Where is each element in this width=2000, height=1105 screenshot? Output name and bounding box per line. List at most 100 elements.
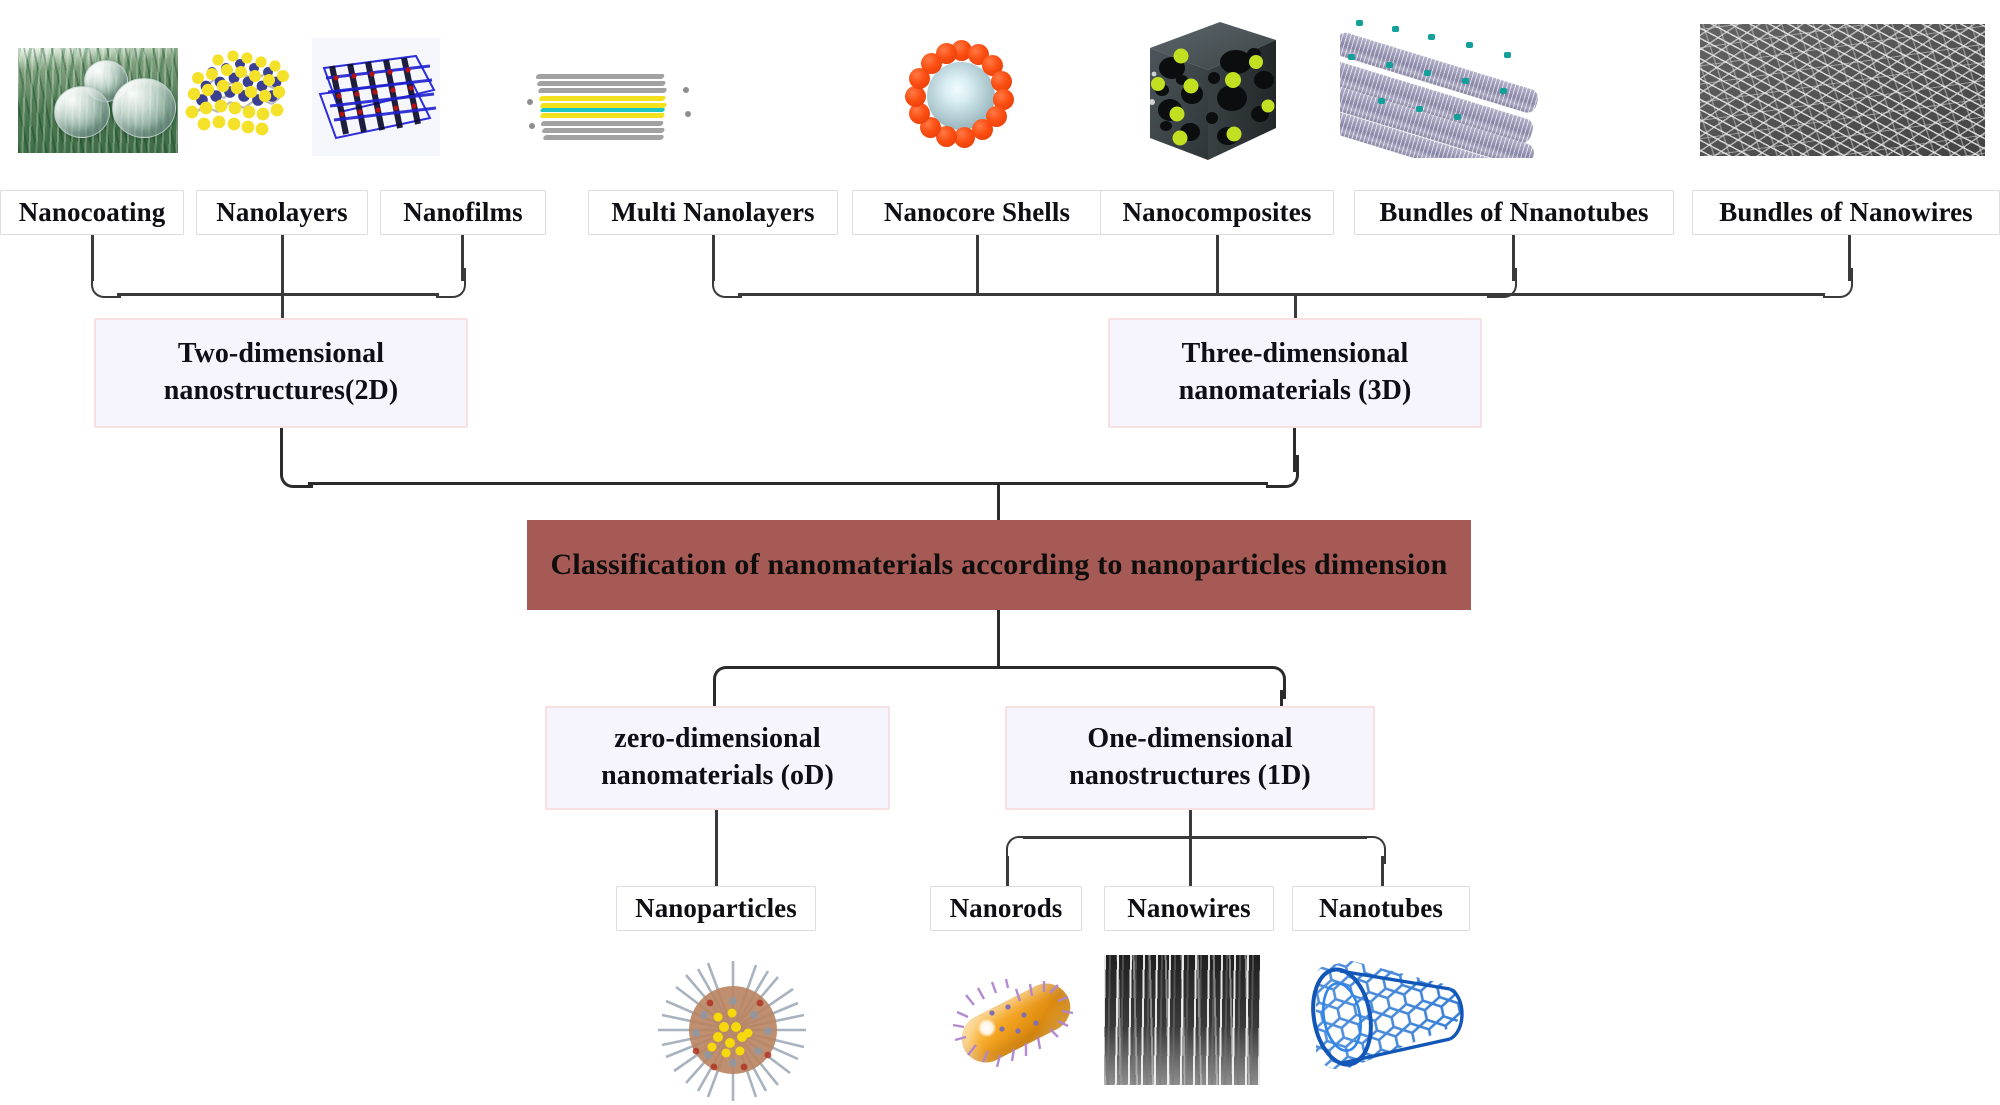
shell-bead bbox=[954, 127, 975, 148]
composite-cube-svg bbox=[1149, 22, 1276, 160]
connector-nanolayers bbox=[281, 235, 284, 295]
connector-elbow bbox=[712, 268, 742, 298]
nanofilm-svg bbox=[312, 38, 440, 156]
leaf-box-multi-nanolayers[interactable]: Multi Nanolayers bbox=[588, 190, 838, 235]
connector-bus-2d bbox=[117, 293, 439, 296]
connector-elbow bbox=[1266, 455, 1299, 488]
rod-highlight bbox=[978, 1019, 996, 1037]
one-d-label-line2: nanostructures (1D) bbox=[1069, 760, 1311, 791]
connector-0d-down bbox=[713, 690, 716, 708]
leaf-box-bundles-of-nanowires[interactable]: Bundles of Nanowires bbox=[1692, 190, 2000, 235]
functional-group bbox=[1466, 42, 1473, 48]
connector-bundles-of-nanowires bbox=[1848, 235, 1851, 281]
nanolayer-yellow-blue-lattice-image bbox=[178, 32, 302, 156]
connector-elbow bbox=[91, 268, 121, 298]
connector-nanocomposites bbox=[1216, 235, 1219, 295]
connector-1d-down bbox=[1280, 690, 1283, 708]
leaf-box-nanowires[interactable]: Nanowires bbox=[1104, 886, 1274, 931]
zero-dimensional-nanomaterials-box[interactable]: zero-dimensional nanomaterials (oD) bbox=[545, 706, 890, 810]
shell-bead bbox=[909, 68, 930, 89]
connector-1d-stem bbox=[1189, 810, 1192, 838]
leaf-label: Nanocomposites bbox=[1122, 196, 1312, 227]
leaf-box-nanorods[interactable]: Nanorods bbox=[930, 886, 1082, 931]
functional-group bbox=[1428, 34, 1435, 40]
connector-elbow bbox=[1487, 268, 1517, 298]
water-droplet bbox=[54, 86, 110, 138]
nanorod-orange-capsule-image bbox=[940, 955, 1090, 1085]
shell-bead bbox=[993, 89, 1014, 110]
multilayer-svg bbox=[527, 74, 691, 140]
connector-nanocoating bbox=[91, 235, 94, 281]
connector-elbow bbox=[280, 455, 313, 488]
functional-group bbox=[1348, 54, 1355, 60]
leaf-box-nanocore-shells[interactable]: Nanocore Shells bbox=[852, 190, 1102, 235]
functional-group bbox=[1356, 20, 1363, 26]
functional-group bbox=[1416, 106, 1423, 112]
leaf-label: Bundles of Nnanotubes bbox=[1379, 196, 1649, 227]
leaf-box-nanoparticles[interactable]: Nanoparticles bbox=[616, 886, 816, 931]
nanocomposite-porous-cube-image bbox=[1136, 14, 1280, 166]
nanocore-shell-red-beads-sphere-image bbox=[905, 40, 1017, 152]
leaf-label: Nanocore Shells bbox=[883, 196, 1071, 227]
water-droplet bbox=[112, 78, 176, 138]
connector-multi-nanolayers bbox=[712, 235, 715, 281]
banner-title: Classification of nanomaterials accordin… bbox=[550, 548, 1448, 582]
leaf-label: Nanowires bbox=[1127, 892, 1251, 923]
connector-2d-down bbox=[280, 428, 283, 472]
three-dimensional-nanomaterials-box[interactable]: Three-dimensional nanomaterials (3D) bbox=[1108, 318, 1482, 428]
rod-ligands-svg bbox=[952, 979, 1074, 1067]
connector-bus-3d-upper bbox=[1512, 293, 1825, 296]
leaf-label: Nanolayers bbox=[216, 196, 348, 227]
three-d-label-line1: Three-dimensional bbox=[1181, 338, 1409, 370]
leaf-label: Bundles of Nanowires bbox=[1719, 196, 1973, 227]
three-d-label-line2: nanomaterials (3D) bbox=[1178, 375, 1412, 406]
nanowire-sem-mesh-image bbox=[1700, 24, 1985, 156]
multi-nanolayer-grey-yellow-slab-image bbox=[520, 52, 696, 152]
shell-bead bbox=[936, 43, 957, 64]
core-sphere bbox=[927, 62, 995, 130]
leaf-label: Nanofilms bbox=[403, 196, 523, 227]
functional-group bbox=[1378, 98, 1385, 104]
connector-elbow bbox=[436, 268, 466, 298]
connector-stem-3d bbox=[1294, 293, 1297, 319]
connector-nanotubes-drop bbox=[1381, 856, 1384, 888]
connector-elbow bbox=[1006, 836, 1034, 864]
leaf-box-nanolayers[interactable]: Nanolayers bbox=[196, 190, 368, 235]
connector-banner-stem-top bbox=[997, 482, 1000, 521]
leaf-box-bundles-of-nanotubes[interactable]: Bundles of Nnanotubes bbox=[1354, 190, 1674, 235]
leaf-label: Nanotubes bbox=[1319, 892, 1443, 923]
connector-bus-3d bbox=[738, 293, 1514, 296]
connector-elbow bbox=[1253, 666, 1286, 699]
shell-bead bbox=[991, 71, 1012, 92]
leaf-box-nanotubes[interactable]: Nanotubes bbox=[1292, 886, 1470, 931]
nanofilm-blue-wireframe-image bbox=[312, 38, 440, 156]
two-dimensional-nanostructures-box[interactable]: Two-dimensional nanostructures(2D) bbox=[94, 318, 468, 428]
nanocoating-green-surface-droplets-image bbox=[18, 48, 190, 153]
bundled-nanotubes-image bbox=[1340, 8, 1550, 158]
zero-d-label-line1: zero-dimensional bbox=[614, 723, 821, 755]
leaf-box-nanocoating[interactable]: Nanocoating bbox=[0, 190, 184, 235]
functional-group bbox=[1454, 114, 1461, 120]
shell-bead bbox=[905, 86, 926, 107]
connector-stem-2d bbox=[281, 293, 284, 319]
shell-bead bbox=[982, 55, 1003, 76]
two-d-label-line1: Two-dimensional bbox=[177, 338, 385, 370]
zero-d-label-line2: nanomaterials (oD) bbox=[601, 760, 834, 791]
leaf-label: Multi Nanolayers bbox=[611, 196, 815, 227]
nanotube-blue-honeycomb-image bbox=[1290, 955, 1480, 1085]
leaf-box-nanocomposites[interactable]: Nanocomposites bbox=[1100, 190, 1334, 235]
one-dimensional-nanostructures-box[interactable]: One-dimensional nanostructures (1D) bbox=[1005, 706, 1375, 810]
connector-bundles-of-nanotubes bbox=[1512, 235, 1515, 281]
nanoparticle-svg bbox=[658, 961, 806, 1101]
sem-vertical-texture bbox=[1104, 955, 1260, 1085]
functional-group bbox=[1424, 70, 1431, 76]
functional-group bbox=[1462, 78, 1469, 84]
one-d-label-line1: One-dimensional bbox=[1087, 723, 1293, 755]
leaf-box-nanofilms[interactable]: Nanofilms bbox=[380, 190, 546, 235]
sem-texture bbox=[1700, 24, 1985, 156]
connector-nanocore-shells bbox=[976, 235, 979, 295]
leaf-label: Nanorods bbox=[949, 892, 1063, 923]
nanotube-svg bbox=[1311, 960, 1464, 1070]
main-classification-banner: Classification of nanomaterials accordin… bbox=[527, 520, 1471, 610]
